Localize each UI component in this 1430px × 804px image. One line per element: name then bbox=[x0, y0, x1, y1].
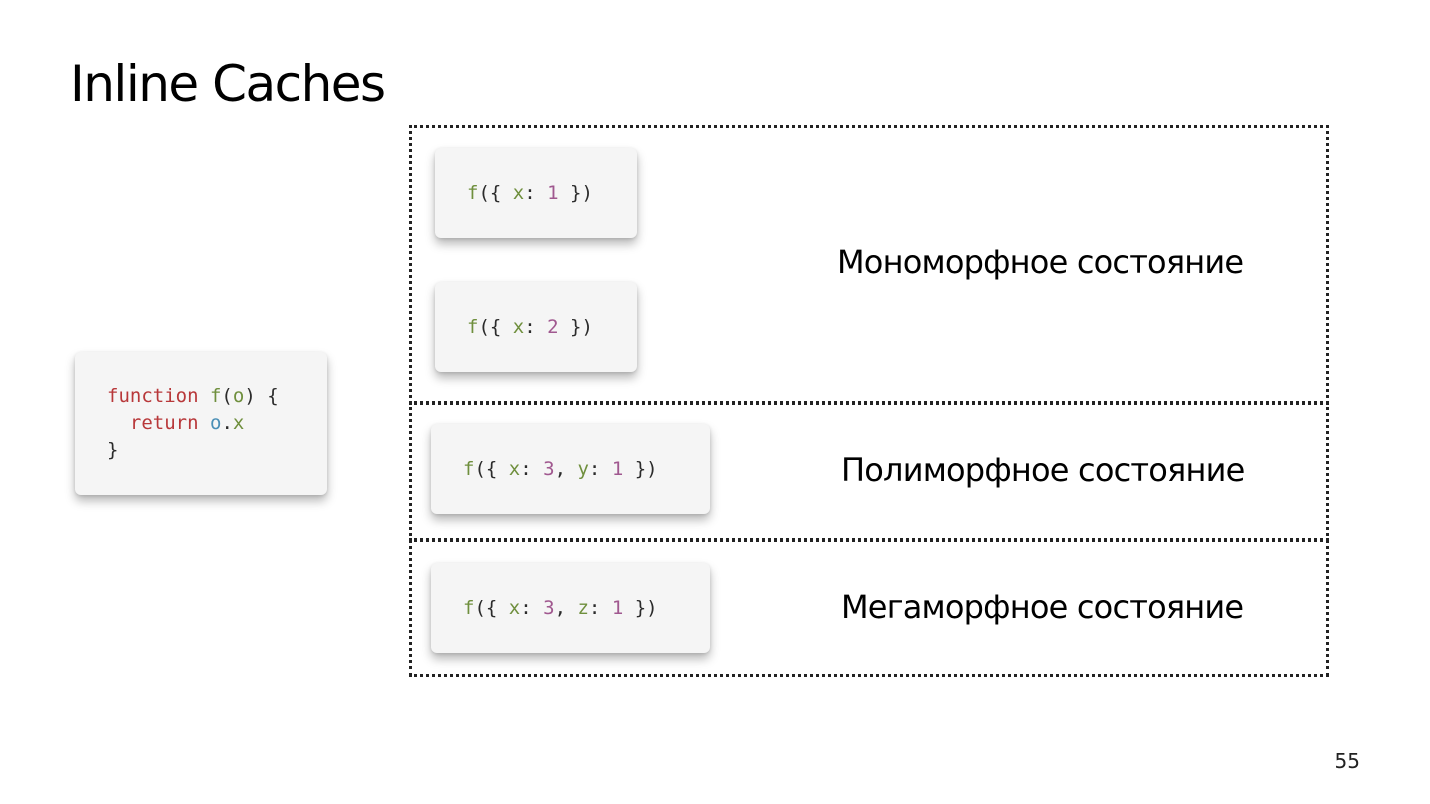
call-comma: , bbox=[554, 458, 578, 480]
call-value-1: 3 bbox=[543, 597, 555, 619]
megamorphic-state-box bbox=[409, 539, 1329, 677]
call-open: ({ bbox=[478, 316, 513, 338]
page-number: 55 bbox=[1334, 749, 1360, 773]
call-value: 1 bbox=[547, 182, 559, 204]
call-key: x bbox=[512, 182, 525, 204]
call-open: ({ bbox=[474, 597, 509, 619]
polymorphic-state-label: Полиморфное состояние bbox=[841, 451, 1245, 489]
slide-title: Inline Caches bbox=[70, 55, 386, 113]
paren-open: ( bbox=[221, 385, 233, 407]
property-x: x bbox=[232, 412, 245, 434]
call-value-2: 1 bbox=[611, 458, 624, 480]
call-close: }) bbox=[623, 597, 658, 619]
call-close: }) bbox=[623, 458, 658, 480]
code-line-2: return o.x bbox=[107, 410, 279, 437]
megamorphic-state-label: Мегаморфное состояние bbox=[841, 588, 1244, 626]
call-fn: f bbox=[463, 458, 475, 480]
call-value: 2 bbox=[547, 316, 559, 338]
call-card-3: f({ x: 3, y: 1 }) bbox=[431, 424, 710, 514]
call-open: ({ bbox=[478, 182, 513, 204]
call-colon-2: : bbox=[588, 458, 612, 480]
call-close: }) bbox=[558, 182, 593, 204]
code-line-1: function f(o) { bbox=[107, 383, 279, 410]
code-line-3: } bbox=[107, 439, 119, 461]
function-name: f bbox=[209, 385, 222, 407]
dot: . bbox=[221, 412, 233, 434]
call-colon: : bbox=[524, 316, 548, 338]
call-key-2: z bbox=[577, 597, 589, 619]
call-value-2: 1 bbox=[611, 597, 624, 619]
keyword-function: function bbox=[107, 385, 199, 407]
call-colon: : bbox=[524, 182, 548, 204]
call-key: x bbox=[512, 316, 525, 338]
call-colon-1: : bbox=[520, 597, 544, 619]
paren-close-brace: ) { bbox=[244, 385, 279, 407]
call-value-1: 3 bbox=[543, 458, 555, 480]
call-fn: f bbox=[467, 316, 479, 338]
call-open: ({ bbox=[474, 458, 509, 480]
call-fn: f bbox=[463, 597, 475, 619]
call-colon-1: : bbox=[520, 458, 544, 480]
param-o: o bbox=[232, 385, 245, 407]
call-colon-2: : bbox=[588, 597, 612, 619]
keyword-return: return bbox=[129, 412, 199, 434]
call-card-4: f({ x: 3, z: 1 }) bbox=[431, 563, 710, 653]
code-lines: function f(o) { return o.x } bbox=[107, 383, 279, 464]
call-key-1: x bbox=[508, 597, 521, 619]
call-comma: , bbox=[554, 597, 578, 619]
call-card-2: f({ x: 2 }) bbox=[435, 282, 637, 372]
object-o: o bbox=[209, 412, 222, 434]
monomorphic-state-label: Мономорфное состояние bbox=[837, 243, 1244, 281]
call-card-1: f({ x: 1 }) bbox=[435, 148, 637, 238]
call-close: }) bbox=[558, 316, 593, 338]
call-fn: f bbox=[467, 182, 479, 204]
call-key-2: y bbox=[577, 458, 589, 480]
call-key-1: x bbox=[508, 458, 521, 480]
function-code-card: function f(o) { return o.x } bbox=[75, 352, 327, 495]
